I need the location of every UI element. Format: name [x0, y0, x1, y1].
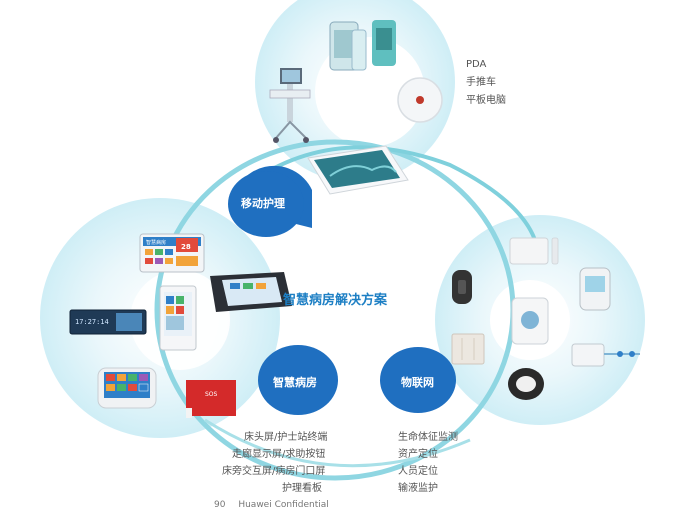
ward-item: 床旁交互屏/病房门口屏	[222, 466, 326, 477]
bedside-interactive-screen	[97, 367, 157, 409]
bed-screen-device	[139, 233, 205, 273]
nursing-cart	[269, 68, 311, 143]
bed-screen-title: 智慧病房	[146, 239, 166, 246]
ward-badge	[258, 345, 338, 415]
positioning-tag-device	[511, 297, 549, 345]
iot-item: 生命体征监测	[398, 432, 458, 443]
corridor-display	[69, 309, 147, 335]
bed-sensor-pad	[451, 333, 485, 365]
pda-devices	[329, 20, 396, 71]
iot-module-label: 物联网	[401, 376, 434, 389]
wifi-access-point	[397, 77, 443, 123]
corridor-time: 17:27:14	[75, 318, 109, 326]
iot-item: 资产定位	[398, 449, 438, 460]
ward-item: 护理看板	[282, 483, 322, 494]
dark-wristband-device	[508, 368, 544, 400]
footer: 90 Huawei Confidential	[214, 500, 339, 510]
ring-arc-bottom	[204, 418, 471, 468]
ward-item: 走廊显示屏/求助按钮	[232, 449, 326, 460]
iot-item: 人员定位	[398, 466, 438, 477]
ward-module-label: 智慧病房	[273, 376, 317, 389]
gateway-device	[509, 237, 559, 265]
iot-item: 输液监护	[398, 483, 438, 494]
page-number: 90	[214, 500, 226, 510]
iot-badge	[380, 347, 456, 413]
mobile-badge	[228, 171, 304, 237]
tablet-device	[307, 145, 409, 195]
mobile-module-label: 移动护理	[241, 197, 285, 210]
footer-text: Huawei Confidential	[238, 500, 329, 510]
mobile-item: PDA	[466, 59, 487, 70]
vital-monitor-device	[579, 267, 611, 311]
ring-arc-top	[238, 145, 537, 241]
bed-screen-number: 28	[181, 243, 191, 251]
sos-label: SOS	[205, 391, 218, 398]
sos-call-button	[186, 380, 236, 418]
center-title: 智慧病房解决方案	[283, 293, 388, 308]
mobile-item: 平板电脑	[466, 95, 506, 106]
nurse-station-terminal	[159, 285, 197, 351]
ward-item: 床头屏/护士站终端	[244, 432, 328, 443]
wristband-device	[452, 270, 472, 304]
infusion-monitor-device	[571, 343, 640, 367]
mobile-item: 手推车	[466, 77, 496, 88]
desk-phone-terminal	[210, 272, 292, 312]
